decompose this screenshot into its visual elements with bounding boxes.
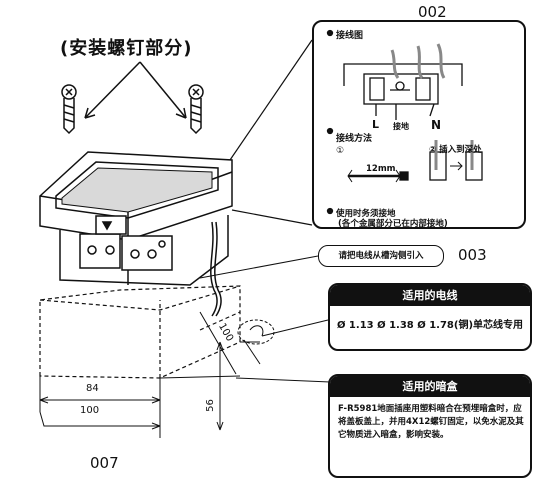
label-002: 002	[418, 3, 447, 21]
terminal-n-label: N	[431, 118, 442, 132]
label-003: 003	[458, 246, 487, 264]
applicable-wire-box: 适用的电线 Ø 1.13 Ø 1.38 Ø 1.78(铜)单芯线专用	[328, 283, 532, 351]
wiring-diagram-title: 接线图	[336, 31, 364, 41]
junction-box	[39, 285, 241, 379]
applicable-box-body: F-R5981地面插座用塑料暗合在预埋暗盒时，应将盖板盖上，并用4X12螺钉固定…	[338, 404, 524, 440]
applicable-wire-body: Ø 1.13 Ø 1.38 Ø 1.78(铜)单芯线专用	[336, 320, 524, 331]
diagram-title: (安装螺钉部分)	[60, 38, 193, 59]
strip-length-label: 12mm	[366, 164, 396, 174]
dimension-inner-width: 84	[86, 383, 99, 394]
applicable-wire-header: 适用的电线	[330, 285, 530, 306]
step2-label: ② 插入到深处	[429, 145, 482, 155]
socket-body	[59, 215, 229, 317]
wiring-panel-drawing	[326, 29, 483, 215]
cable-entry-tip: 请把电线从槽沟侧引入	[318, 245, 444, 267]
wiring-method-title: 接线方法	[336, 134, 373, 144]
label-007: 007	[90, 454, 119, 472]
dimension-height: 56	[204, 399, 216, 412]
screw-right-icon	[188, 84, 204, 135]
step1-label: ①	[336, 146, 345, 156]
terminal-l-label: L	[372, 118, 380, 131]
applicable-box-header: 适用的暗盒	[330, 376, 530, 397]
screw-left-icon	[61, 84, 77, 135]
dimension-outer-width: 100	[80, 405, 100, 416]
grounding-subnote: (各个金属部分已在内部接地)	[338, 219, 448, 229]
grounding-note: 使用时务须接地	[336, 209, 396, 219]
socket-lid	[39, 151, 233, 241]
applicable-box-box: 适用的暗盒 F-R5981地面插座用塑料暗合在预埋暗盒时，应将盖板盖上，并用4X…	[328, 374, 532, 478]
ground-label: 接地	[393, 122, 409, 131]
